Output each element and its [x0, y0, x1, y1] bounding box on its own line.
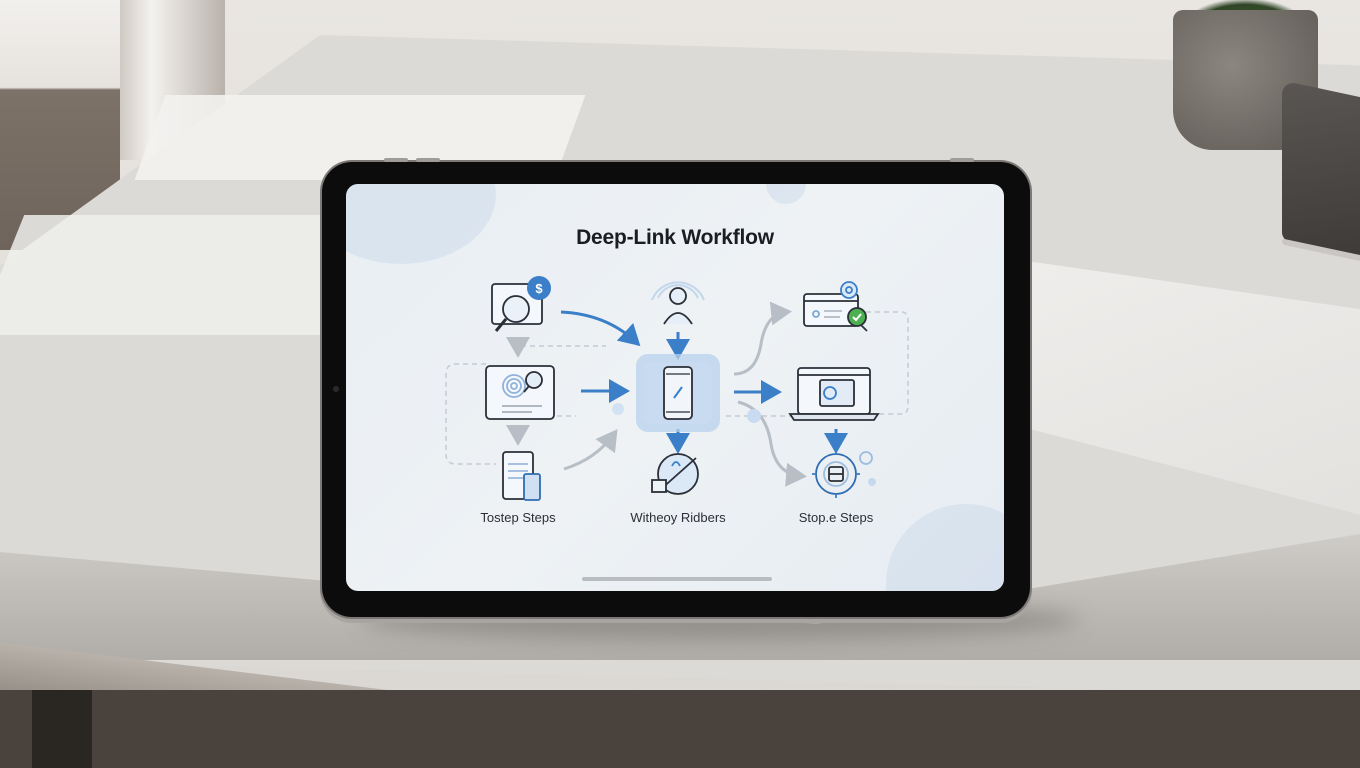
- user-broadcast-icon: [651, 281, 705, 325]
- node-label-left: Tostep Steps: [480, 510, 556, 525]
- volume-button: [416, 158, 440, 162]
- blocked-circle-icon: [651, 453, 699, 495]
- workflow-diagram: $: [445, 276, 909, 501]
- laptop-gauge-icon: [788, 367, 880, 421]
- front-camera: [333, 386, 339, 392]
- tablet-device: Deep-Link Workflow: [322, 158, 1030, 617]
- target-database-icon: [812, 450, 876, 498]
- fingerprint-search-card-icon: [485, 365, 555, 420]
- svg-text:$: $: [535, 281, 543, 296]
- floor-area: [0, 690, 1360, 768]
- background-blob: [766, 184, 806, 204]
- volume-button: [384, 158, 408, 162]
- browser-gear-check-icon: [803, 281, 868, 332]
- desk-leg: [32, 690, 92, 768]
- laptop-corner: [1282, 80, 1360, 260]
- search-magnifier-with-badge-icon: $: [491, 276, 551, 332]
- diagram-title: Deep-Link Workflow: [576, 226, 774, 249]
- node-label-center: Witheoy Ridbers: [630, 510, 726, 525]
- node-label-right: Stop.e Steps: [798, 510, 874, 525]
- tablet-and-phone-icon: [502, 451, 541, 501]
- tablet-screen[interactable]: Deep-Link Workflow: [346, 184, 1004, 591]
- home-indicator[interactable]: [582, 577, 772, 581]
- smartphone-hub-icon: [612, 354, 761, 432]
- power-button: [950, 158, 974, 162]
